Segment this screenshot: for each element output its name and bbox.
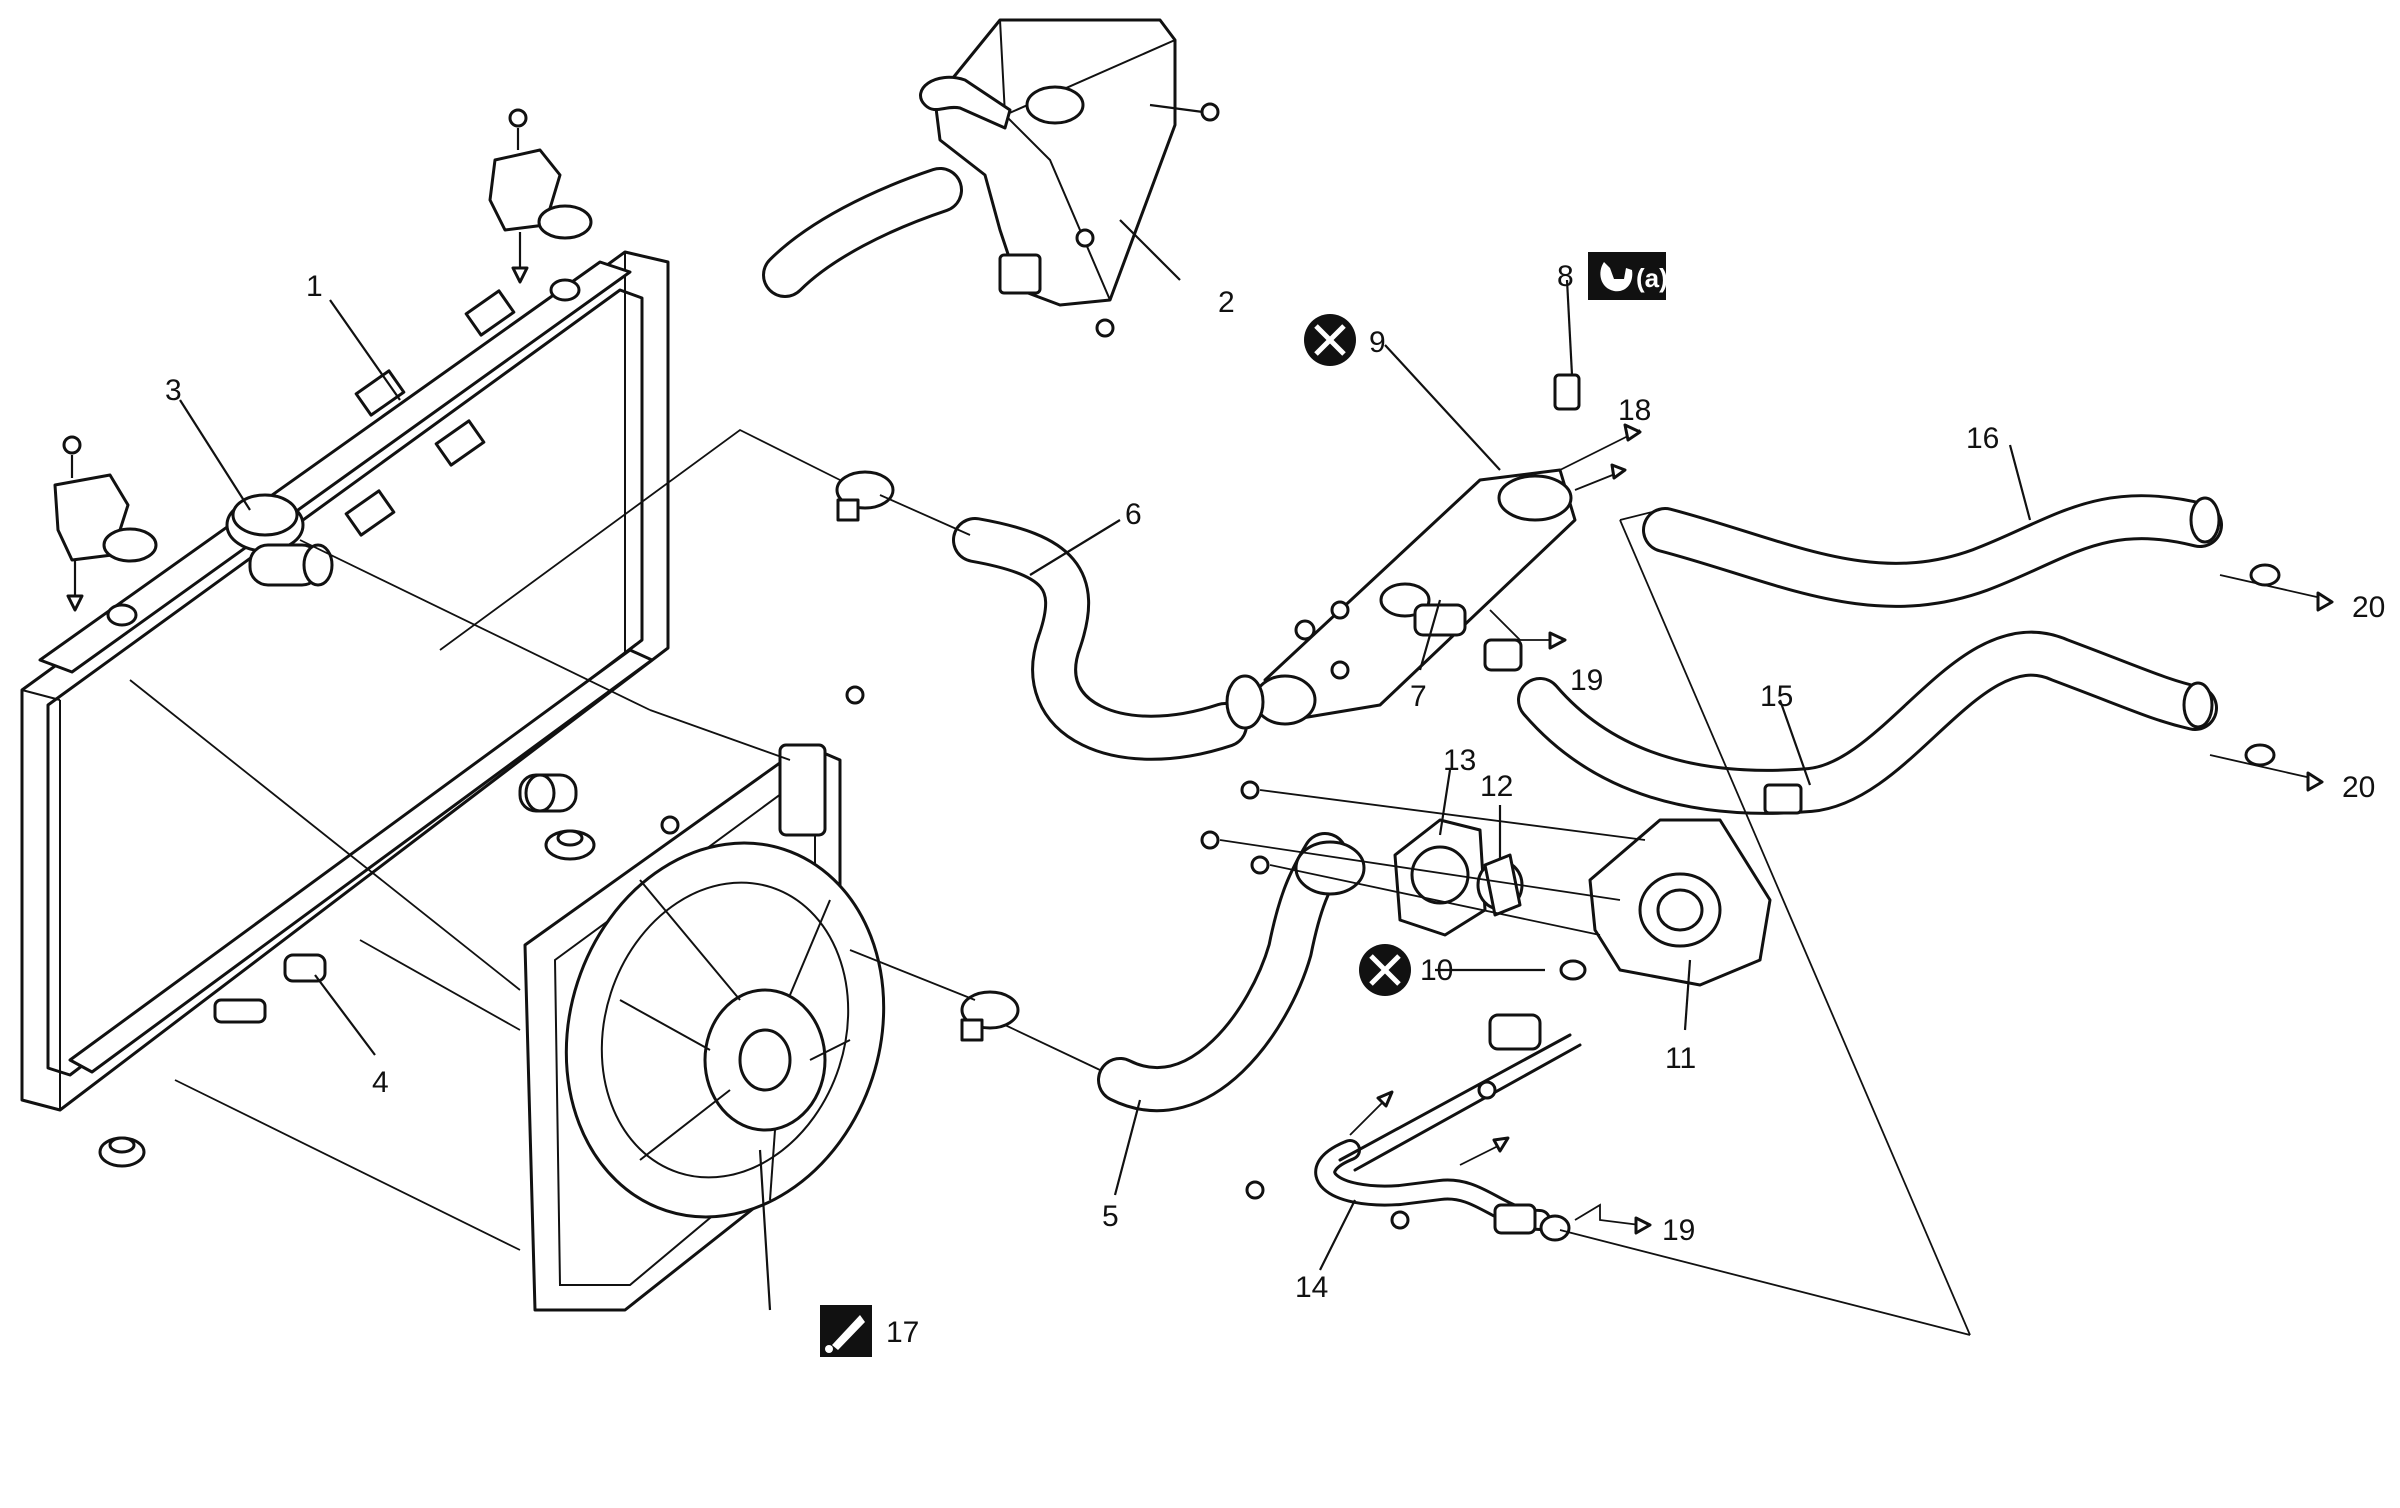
callout-19-upper: 19 [1570,664,1603,697]
callout-9: 9 [1369,326,1386,359]
callout-13: 13 [1443,744,1476,777]
callout-labels: 1 2 3 4 5 6 7 8 9 10 11 12 13 14 15 16 1… [165,260,2385,1349]
callout-12: 12 [1480,770,1513,803]
circled-x-icon [1359,944,1411,996]
callout-19-lower: 19 [1662,1214,1695,1247]
wrench-icon: (a) [1588,252,1668,300]
callout-7: 7 [1410,680,1427,713]
callout-5: 5 [1102,1200,1119,1233]
hose-clamps [1225,496,2221,730]
bypass-pipe [1245,1013,1582,1242]
callout-15: 15 [1760,680,1793,713]
callout-leaders [179,219,2032,1311]
callout-16: 16 [1966,422,1999,455]
callout-4: 4 [372,1066,389,1099]
cooling-fan-shroud [523,685,886,1312]
upper-radiator-hose [835,470,1248,761]
thermostat-components [1200,780,1772,987]
torque-label: (a) [1636,263,1668,293]
callout-3: 3 [165,374,182,407]
circled-x-icon [1304,314,1356,366]
heater-hoses [1517,494,2281,815]
callout-6: 6 [1125,498,1142,531]
callout-1: 1 [306,270,323,303]
callout-2: 2 [1218,286,1235,319]
callout-11: 11 [1665,1042,1696,1075]
assembly-guide-lines [129,428,2334,1336]
radiator [20,108,670,1168]
callout-10: 10 [1420,954,1453,987]
callout-18: 18 [1618,394,1651,427]
callout-20-upper: 20 [2352,591,2385,624]
callout-17: 17 [886,1316,919,1349]
grease-applicator-icon [820,1305,872,1357]
reservoir-tank [762,18,1220,338]
callout-14: 14 [1295,1271,1328,1304]
water-outlet-assembly [1253,279,1642,726]
lower-radiator-hose [960,832,1366,1113]
callout-20-lower: 20 [2342,771,2375,804]
callout-8: 8 [1557,260,1574,293]
